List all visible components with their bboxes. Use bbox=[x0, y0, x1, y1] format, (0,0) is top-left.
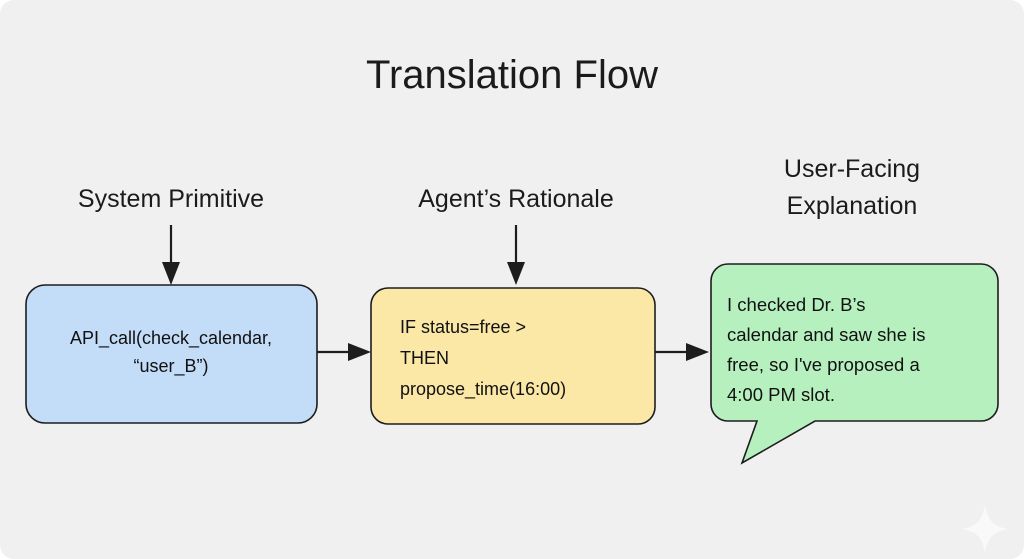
arrow-right-api-to-rationale bbox=[317, 343, 371, 361]
label-user-facing-explanation-line1: User-Facing bbox=[784, 155, 920, 183]
node-api-call-line1: API_call(check_calendar, bbox=[70, 328, 272, 349]
node-explanation-line2: calendar and saw she is bbox=[727, 324, 925, 345]
node-explanation-line4: 4:00 PM slot. bbox=[727, 384, 835, 405]
arrow-right-rationale-to-explanation bbox=[655, 343, 709, 361]
label-system-primitive: System Primitive bbox=[78, 185, 264, 213]
sparkle-icon bbox=[962, 505, 1008, 553]
label-user-facing-explanation-line2: Explanation bbox=[787, 192, 918, 220]
node-rationale-line1: IF status=free > bbox=[400, 317, 526, 337]
node-rationale[interactable]: IF status=free > THEN propose_time(16:00… bbox=[370, 287, 656, 425]
arrow-down-to-api-call bbox=[162, 225, 180, 285]
node-explanation-line3: free, so I've proposed a bbox=[727, 354, 920, 375]
node-api-call[interactable]: API_call(check_calendar, “user_B”) bbox=[25, 284, 318, 424]
node-rationale-line2: THEN bbox=[400, 348, 449, 368]
page-title: Translation Flow bbox=[366, 53, 658, 97]
node-explanation-line1: I checked Dr. B’s bbox=[727, 294, 865, 315]
node-explanation-bubble[interactable]: I checked Dr. B’s calendar and saw she i… bbox=[710, 263, 999, 465]
node-rationale-line3: propose_time(16:00) bbox=[400, 379, 566, 400]
arrow-down-to-rationale bbox=[507, 225, 525, 285]
label-agents-rationale: Agent’s Rationale bbox=[418, 185, 614, 213]
node-api-call-line2: “user_B”) bbox=[133, 356, 208, 377]
